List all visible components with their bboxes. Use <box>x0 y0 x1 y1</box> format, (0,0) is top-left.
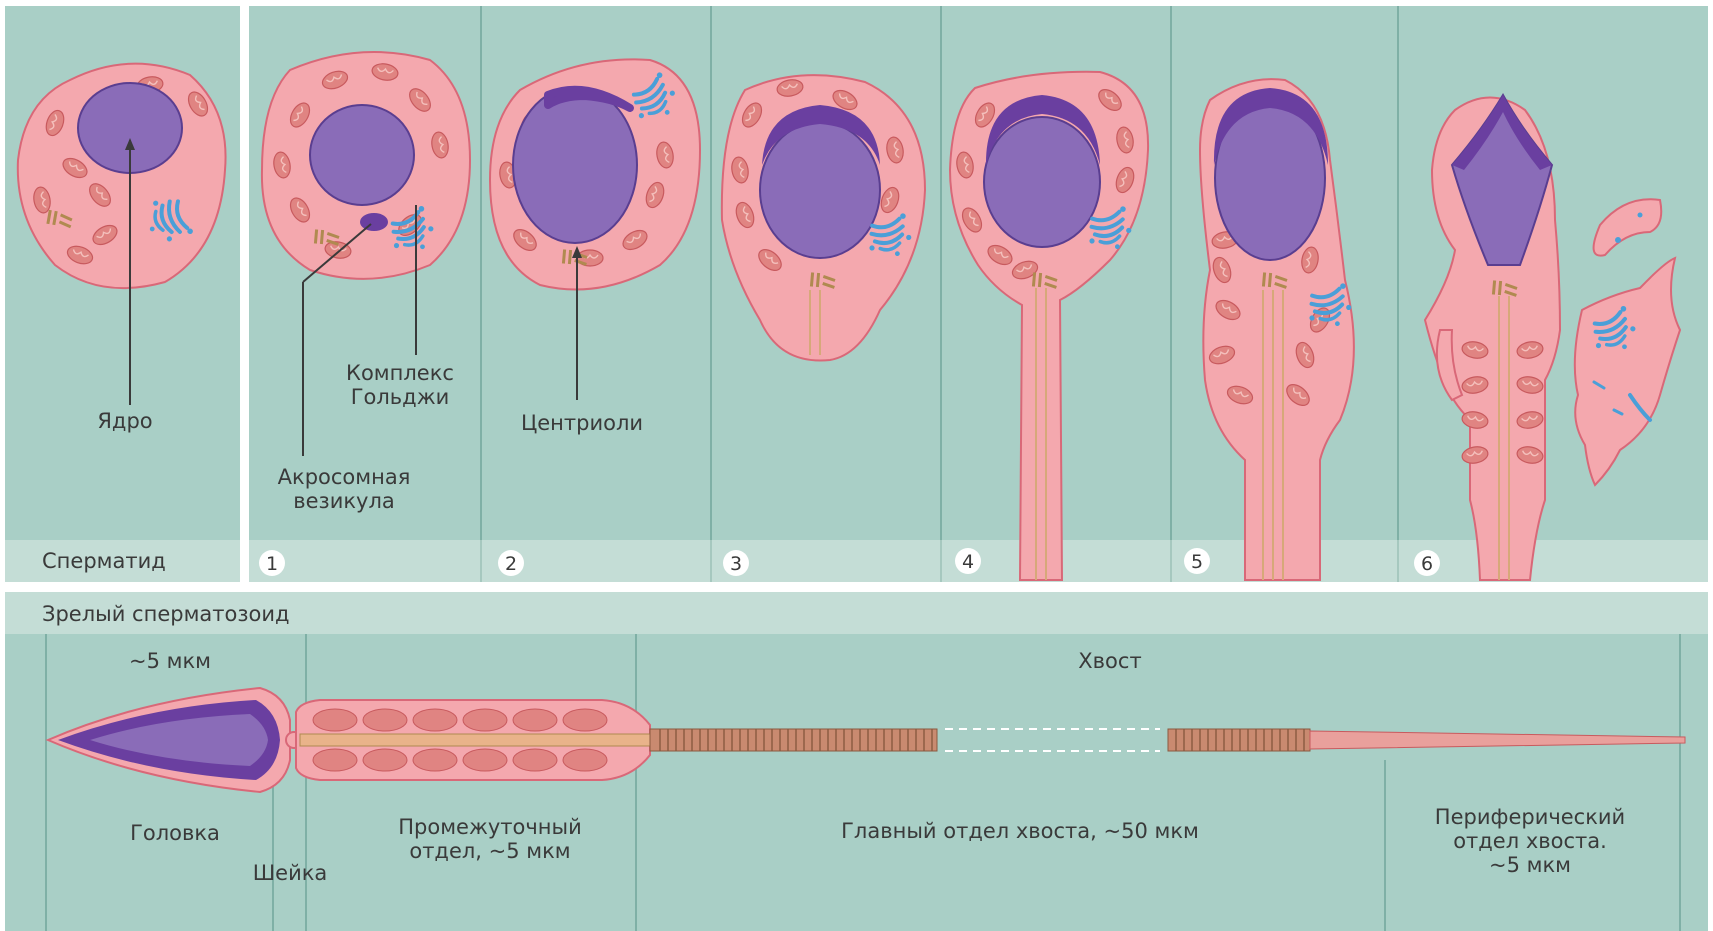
panel-caption-spermatid: Сперматид <box>42 549 166 573</box>
label-golgi-line2: Гольджи <box>351 385 450 409</box>
stage-badge-2: 2 <box>498 550 524 576</box>
svg-text:6: 6 <box>1421 553 1433 575</box>
acrosomal-vesicle <box>360 213 388 231</box>
svg-text:2: 2 <box>505 553 517 575</box>
section-title: Зрелый сперматозоид <box>42 602 290 626</box>
label-golgi-line1: Комплекс <box>346 361 454 385</box>
nucleus <box>760 122 880 258</box>
label-acrosome-line1: Акросомная <box>278 465 411 489</box>
label-head: Головка <box>130 821 220 845</box>
label-midpiece-line2: отдел, ~5 мкм <box>409 839 570 863</box>
nucleus <box>984 117 1100 247</box>
stage-badge-5: 5 <box>1184 548 1210 574</box>
label-principal-piece: Главный отдел хвоста, ~50 мкм <box>841 819 1199 843</box>
svg-text:4: 4 <box>962 551 974 573</box>
label-endpiece-line2: отдел хвоста. <box>1453 829 1607 853</box>
svg-text:5: 5 <box>1191 551 1203 573</box>
label-tail: Хвост <box>1078 649 1141 673</box>
stage-badge-3: 3 <box>723 550 749 576</box>
mature-sperm-section: Зрелый сперматозоид <box>5 592 1708 931</box>
label-nucleus: Ядро <box>97 409 152 433</box>
stage-badge-1: 1 <box>259 550 285 576</box>
nucleus <box>310 105 414 205</box>
label-endpiece-line1: Периферический <box>1435 805 1625 829</box>
label-midpiece-line1: Промежуточный <box>398 815 582 839</box>
label-acrosome-line2: везикула <box>293 489 395 513</box>
label-head-size: ~5 мкм <box>129 649 211 673</box>
svg-text:3: 3 <box>730 553 742 575</box>
label-centrioles: Центриоли <box>521 411 643 435</box>
stage-badge-4: 4 <box>955 548 981 574</box>
nucleus <box>513 87 637 243</box>
svg-text:1: 1 <box>266 553 278 575</box>
label-endpiece-line3: ~5 мкм <box>1489 853 1571 877</box>
stage-badge-6: 6 <box>1414 550 1440 576</box>
label-neck: Шейка <box>253 861 328 885</box>
